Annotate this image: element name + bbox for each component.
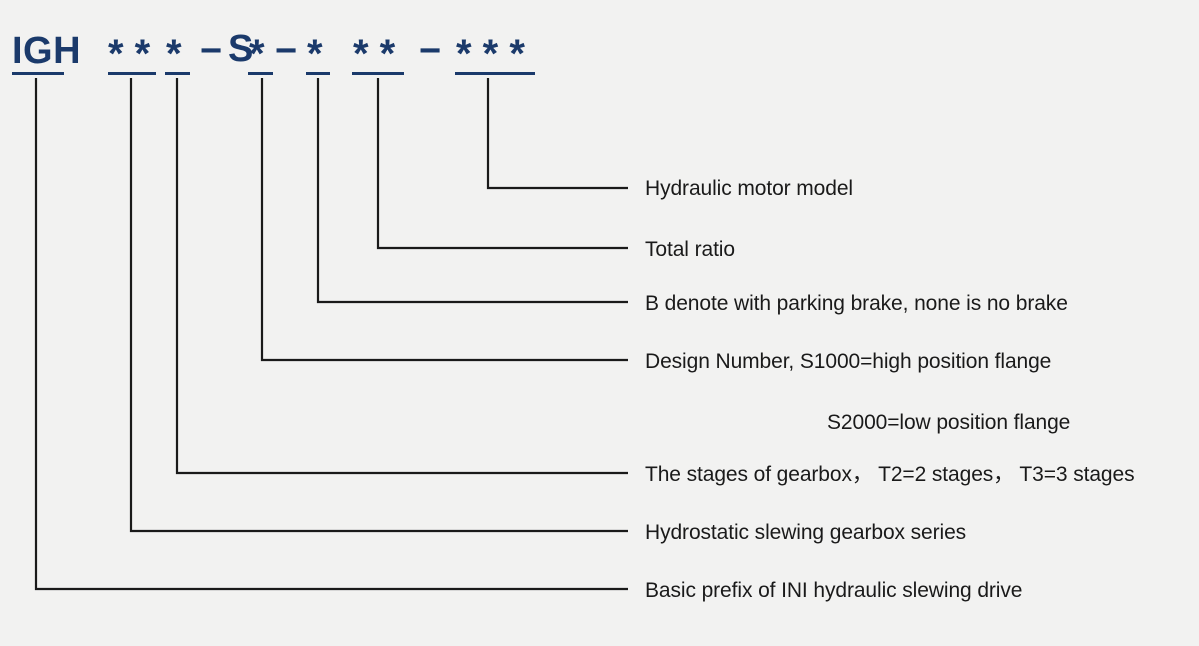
code-underline-ratio	[352, 72, 404, 75]
code-segment-dash-3: −	[419, 30, 442, 72]
code-segment-dash-2: −	[275, 30, 298, 72]
code-segment-dash-1: −	[200, 30, 223, 72]
callout-label-motor: Hydraulic motor model	[645, 177, 853, 200]
leader-line-brake	[316, 78, 628, 304]
code-segment-brake: *	[307, 32, 323, 76]
code-segment-ratio: * *	[353, 32, 396, 76]
callout-label-design: Design Number, S1000=high position flang…	[645, 350, 1052, 373]
code-segment-series: * *	[108, 32, 151, 76]
code-segment-stages: *	[166, 32, 182, 76]
callout-label-design-secondary: S2000=low position flange	[827, 411, 1071, 434]
code-underline-series	[108, 72, 156, 75]
code-underline-stages	[165, 72, 190, 75]
code-segment-design-letter: S	[228, 28, 254, 70]
leader-line-design	[260, 78, 628, 362]
leader-line-series	[129, 78, 628, 533]
leader-line-basic	[34, 78, 628, 591]
callout-label-ratio: Total ratio	[645, 238, 735, 261]
callout-label-stages: The stages of gearbox， T2=2 stages， T3=3…	[645, 463, 1135, 486]
code-underline-prefix	[12, 72, 64, 75]
leader-line-stages	[175, 78, 628, 475]
code-segment-design-number: *	[249, 32, 265, 76]
callout-label-series: Hydrostatic slewing gearbox series	[645, 521, 967, 544]
callout-label-basic: Basic prefix of INI hydraulic slewing dr…	[645, 579, 1023, 602]
code-underline-motor	[455, 72, 535, 75]
leader-line-motor	[486, 78, 628, 190]
code-line: IGH * * * − S * − * * * − * * *	[0, 0, 1199, 100]
code-segment-motor: * * *	[456, 32, 525, 76]
code-underline-brake	[306, 72, 330, 75]
callout-label-brake: B denote with parking brake, none is no …	[645, 292, 1068, 315]
code-underline-design-number	[248, 72, 273, 75]
code-segment-prefix: IGH	[12, 30, 82, 72]
leader-line-ratio	[376, 78, 628, 250]
